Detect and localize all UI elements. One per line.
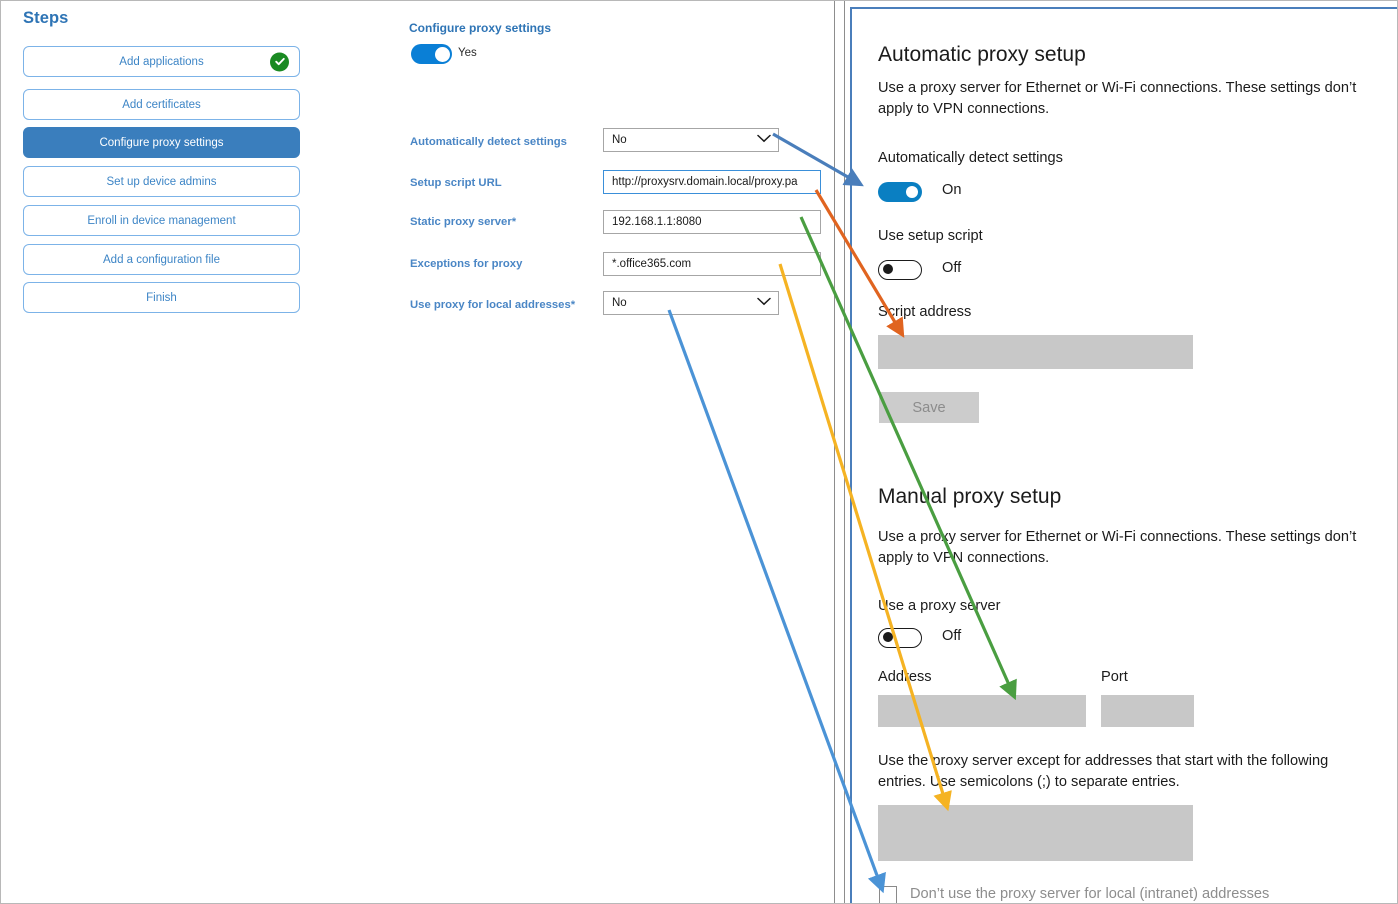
field-label-use-proxy-for-local-addresses: Use proxy for local addresses* — [410, 299, 576, 311]
toggle-knob — [434, 46, 450, 62]
exceptions-input[interactable] — [878, 805, 1193, 861]
step-label: Add applications — [119, 55, 204, 68]
field-label-automatically-detect-settings: Automatically detect settings — [410, 136, 567, 148]
manual-proxy-setup-heading: Manual proxy setup — [878, 485, 1062, 509]
required-marker: * — [511, 216, 517, 228]
static-proxy-server-input[interactable]: 192.168.1.1:8080 — [603, 210, 821, 234]
step-item-set-up-device-admins[interactable]: Set up device admins — [23, 166, 300, 197]
field-label-setup-script-url: Setup script URL — [410, 177, 502, 189]
auto-detect-settings-state: On — [942, 182, 962, 198]
chevron-down-icon — [757, 297, 771, 309]
auto-detect-settings-toggle[interactable] — [878, 182, 922, 202]
panel-divider-left — [834, 1, 835, 903]
step-item-enroll-in-device-management[interactable]: Enroll in device management — [23, 205, 300, 236]
use-a-proxy-server-toggle[interactable] — [878, 628, 922, 648]
port-label: Port — [1101, 669, 1128, 685]
script-address-input[interactable] — [878, 335, 1193, 369]
use-setup-script-label: Use setup script — [878, 228, 983, 244]
use-proxy-for-local-addresses-select[interactable]: No — [603, 291, 779, 315]
step-item-add-applications[interactable]: Add applications — [23, 46, 300, 77]
windows-proxy-settings-screenshot: Automatic proxy setup Use a proxy server… — [850, 7, 1397, 903]
step-label: Set up device admins — [106, 175, 217, 188]
exceptions-description: Use the proxy server except for addresse… — [878, 753, 1329, 790]
panel-divider-right — [844, 1, 845, 903]
proxy-form-panel: Configure proxy settings Yes Automatical… — [321, 1, 834, 903]
automatic-proxy-setup-heading: Automatic proxy setup — [878, 43, 1086, 67]
auto-detect-settings-label: Automatically detect settings — [878, 150, 1063, 166]
use-a-proxy-server-label: Use a proxy server — [878, 598, 1001, 614]
setup-script-url-input[interactable]: http://proxysrv.domain.local/proxy.pa — [603, 170, 821, 194]
address-label: Address — [878, 669, 932, 685]
bypass-local-addresses-label: Don’t use the proxy server for local (in… — [910, 886, 1270, 902]
bypass-local-addresses-checkbox[interactable] — [879, 886, 897, 903]
check-circle-icon — [270, 52, 289, 71]
step-label: Add certificates — [122, 98, 201, 111]
step-label: Add a configuration file — [103, 253, 220, 266]
script-address-label: Script address — [878, 304, 972, 320]
use-setup-script-toggle[interactable] — [878, 260, 922, 280]
step-item-add-a-configuration-file[interactable]: Add a configuration file — [23, 244, 300, 275]
field-label-static-proxy-server: Static proxy server* — [410, 216, 517, 228]
toggle-knob — [883, 264, 893, 274]
step-item-configure-proxy-settings[interactable]: Configure proxy settings — [23, 127, 300, 158]
form-title: Configure proxy settings — [409, 21, 552, 35]
toggle-knob — [906, 186, 918, 198]
use-a-proxy-server-state: Off — [942, 628, 962, 644]
step-label: Configure proxy settings — [99, 136, 224, 149]
steps-panel: Steps Add applications Add certificates … — [1, 1, 321, 903]
field-label-exceptions-for-proxy: Exceptions for proxy — [410, 258, 523, 270]
address-input[interactable] — [878, 695, 1086, 727]
step-item-finish[interactable]: Finish — [23, 282, 300, 313]
step-item-add-certificates[interactable]: Add certificates — [23, 89, 300, 120]
configure-proxy-settings-toggle[interactable] — [411, 44, 452, 64]
use-setup-script-state: Off — [942, 260, 962, 276]
configure-proxy-settings-toggle-label: Yes — [458, 47, 477, 59]
automatically-detect-settings-select[interactable]: No — [603, 128, 779, 152]
automatic-proxy-setup-description: Use a proxy server for Ethernet or Wi-Fi… — [878, 80, 1357, 117]
port-input[interactable] — [1101, 695, 1194, 727]
step-label: Enroll in device management — [87, 214, 236, 227]
chevron-down-icon — [757, 134, 771, 146]
required-marker: * — [570, 299, 576, 311]
steps-title: Steps — [23, 9, 69, 27]
step-label: Finish — [146, 291, 177, 304]
manual-proxy-setup-description: Use a proxy server for Ethernet or Wi-Fi… — [878, 529, 1357, 566]
exceptions-for-proxy-input[interactable]: *.office365.com — [603, 252, 821, 276]
toggle-knob — [883, 632, 893, 642]
save-button[interactable]: Save — [879, 392, 979, 423]
